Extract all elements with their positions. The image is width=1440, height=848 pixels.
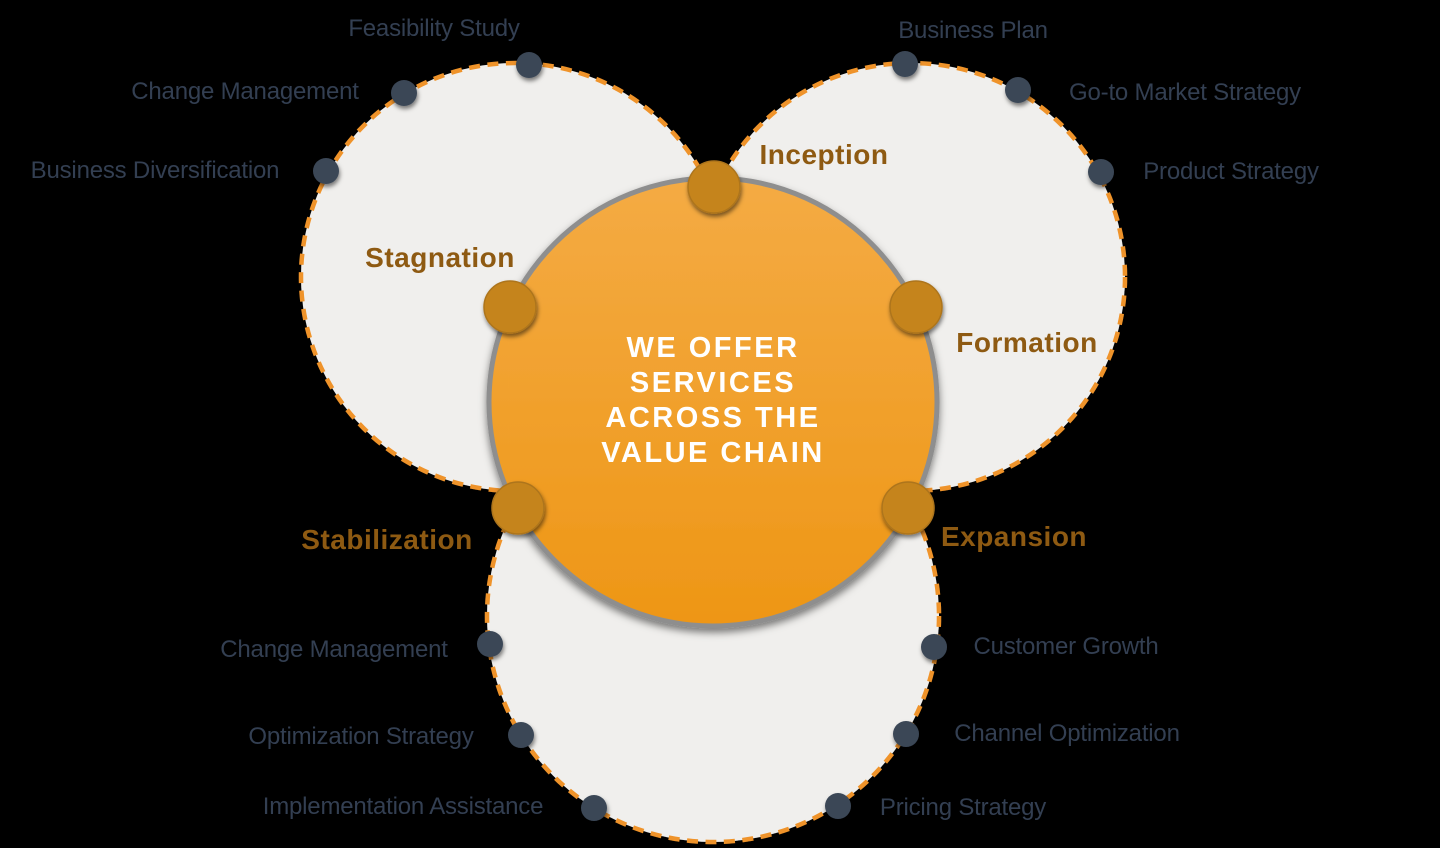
- service-dot-business-plan: [892, 51, 918, 77]
- service-dot-customer-growth: [921, 634, 947, 660]
- phase-label-expansion: Expansion: [940, 521, 1088, 552]
- service-dot-pricing-strategy: [825, 793, 851, 819]
- center-message: WE OFFER SERVICES ACROSS THE VALUE CHAIN: [601, 331, 825, 471]
- phase-label-stabilization: Stabilization: [301, 524, 473, 555]
- service-label-go-to-market-strategy: Go-to Market Strategy: [1069, 79, 1301, 106]
- phase-label-inception: Inception: [759, 139, 889, 170]
- phase-node-formation: [889, 280, 943, 334]
- service-dot-optimization-strategy: [508, 722, 534, 748]
- center-message-line: VALUE CHAIN: [601, 437, 825, 469]
- service-dot-business-diversification: [313, 158, 339, 184]
- service-dot-go-to-market-strategy: [1005, 77, 1031, 103]
- service-dot-feasibility-study: [516, 52, 542, 78]
- service-dot-product-strategy: [1088, 159, 1114, 185]
- service-dot-change-management-bottom: [477, 631, 503, 657]
- service-label-business-plan: Business Plan: [898, 17, 1048, 44]
- service-label-optimization-strategy: Optimization Strategy: [248, 723, 474, 750]
- service-dot-implementation-assistance: [581, 795, 607, 821]
- service-label-implementation-assistance: Implementation Assistance: [262, 793, 544, 820]
- center-message-line: ACROSS THE: [605, 402, 821, 434]
- phase-label-formation: Formation: [956, 327, 1098, 358]
- service-dot-channel-optimization: [893, 721, 919, 747]
- center-message-line: WE OFFER: [626, 332, 800, 364]
- service-dot-change-management-top: [391, 80, 417, 106]
- service-label-feasibility-study: Feasibility Study: [348, 15, 520, 42]
- phase-node-stagnation: [483, 280, 537, 334]
- service-label-change-management-bottom: Change Management: [220, 636, 448, 663]
- service-label-business-diversification: Business Diversification: [30, 157, 280, 184]
- phase-node-stabilization: [491, 481, 545, 535]
- service-label-channel-optimization: Channel Optimization: [954, 720, 1180, 747]
- service-label-pricing-strategy: Pricing Strategy: [879, 794, 1047, 821]
- phase-label-stagnation: Stagnation: [365, 242, 515, 273]
- phase-node-inception: [687, 160, 741, 214]
- service-label-customer-growth: Customer Growth: [973, 633, 1159, 660]
- service-label-change-management-top: Change Management: [131, 78, 359, 105]
- center-message-line: SERVICES: [629, 367, 797, 399]
- phase-node-expansion: [881, 481, 935, 535]
- service-label-product-strategy: Product Strategy: [1143, 158, 1319, 185]
